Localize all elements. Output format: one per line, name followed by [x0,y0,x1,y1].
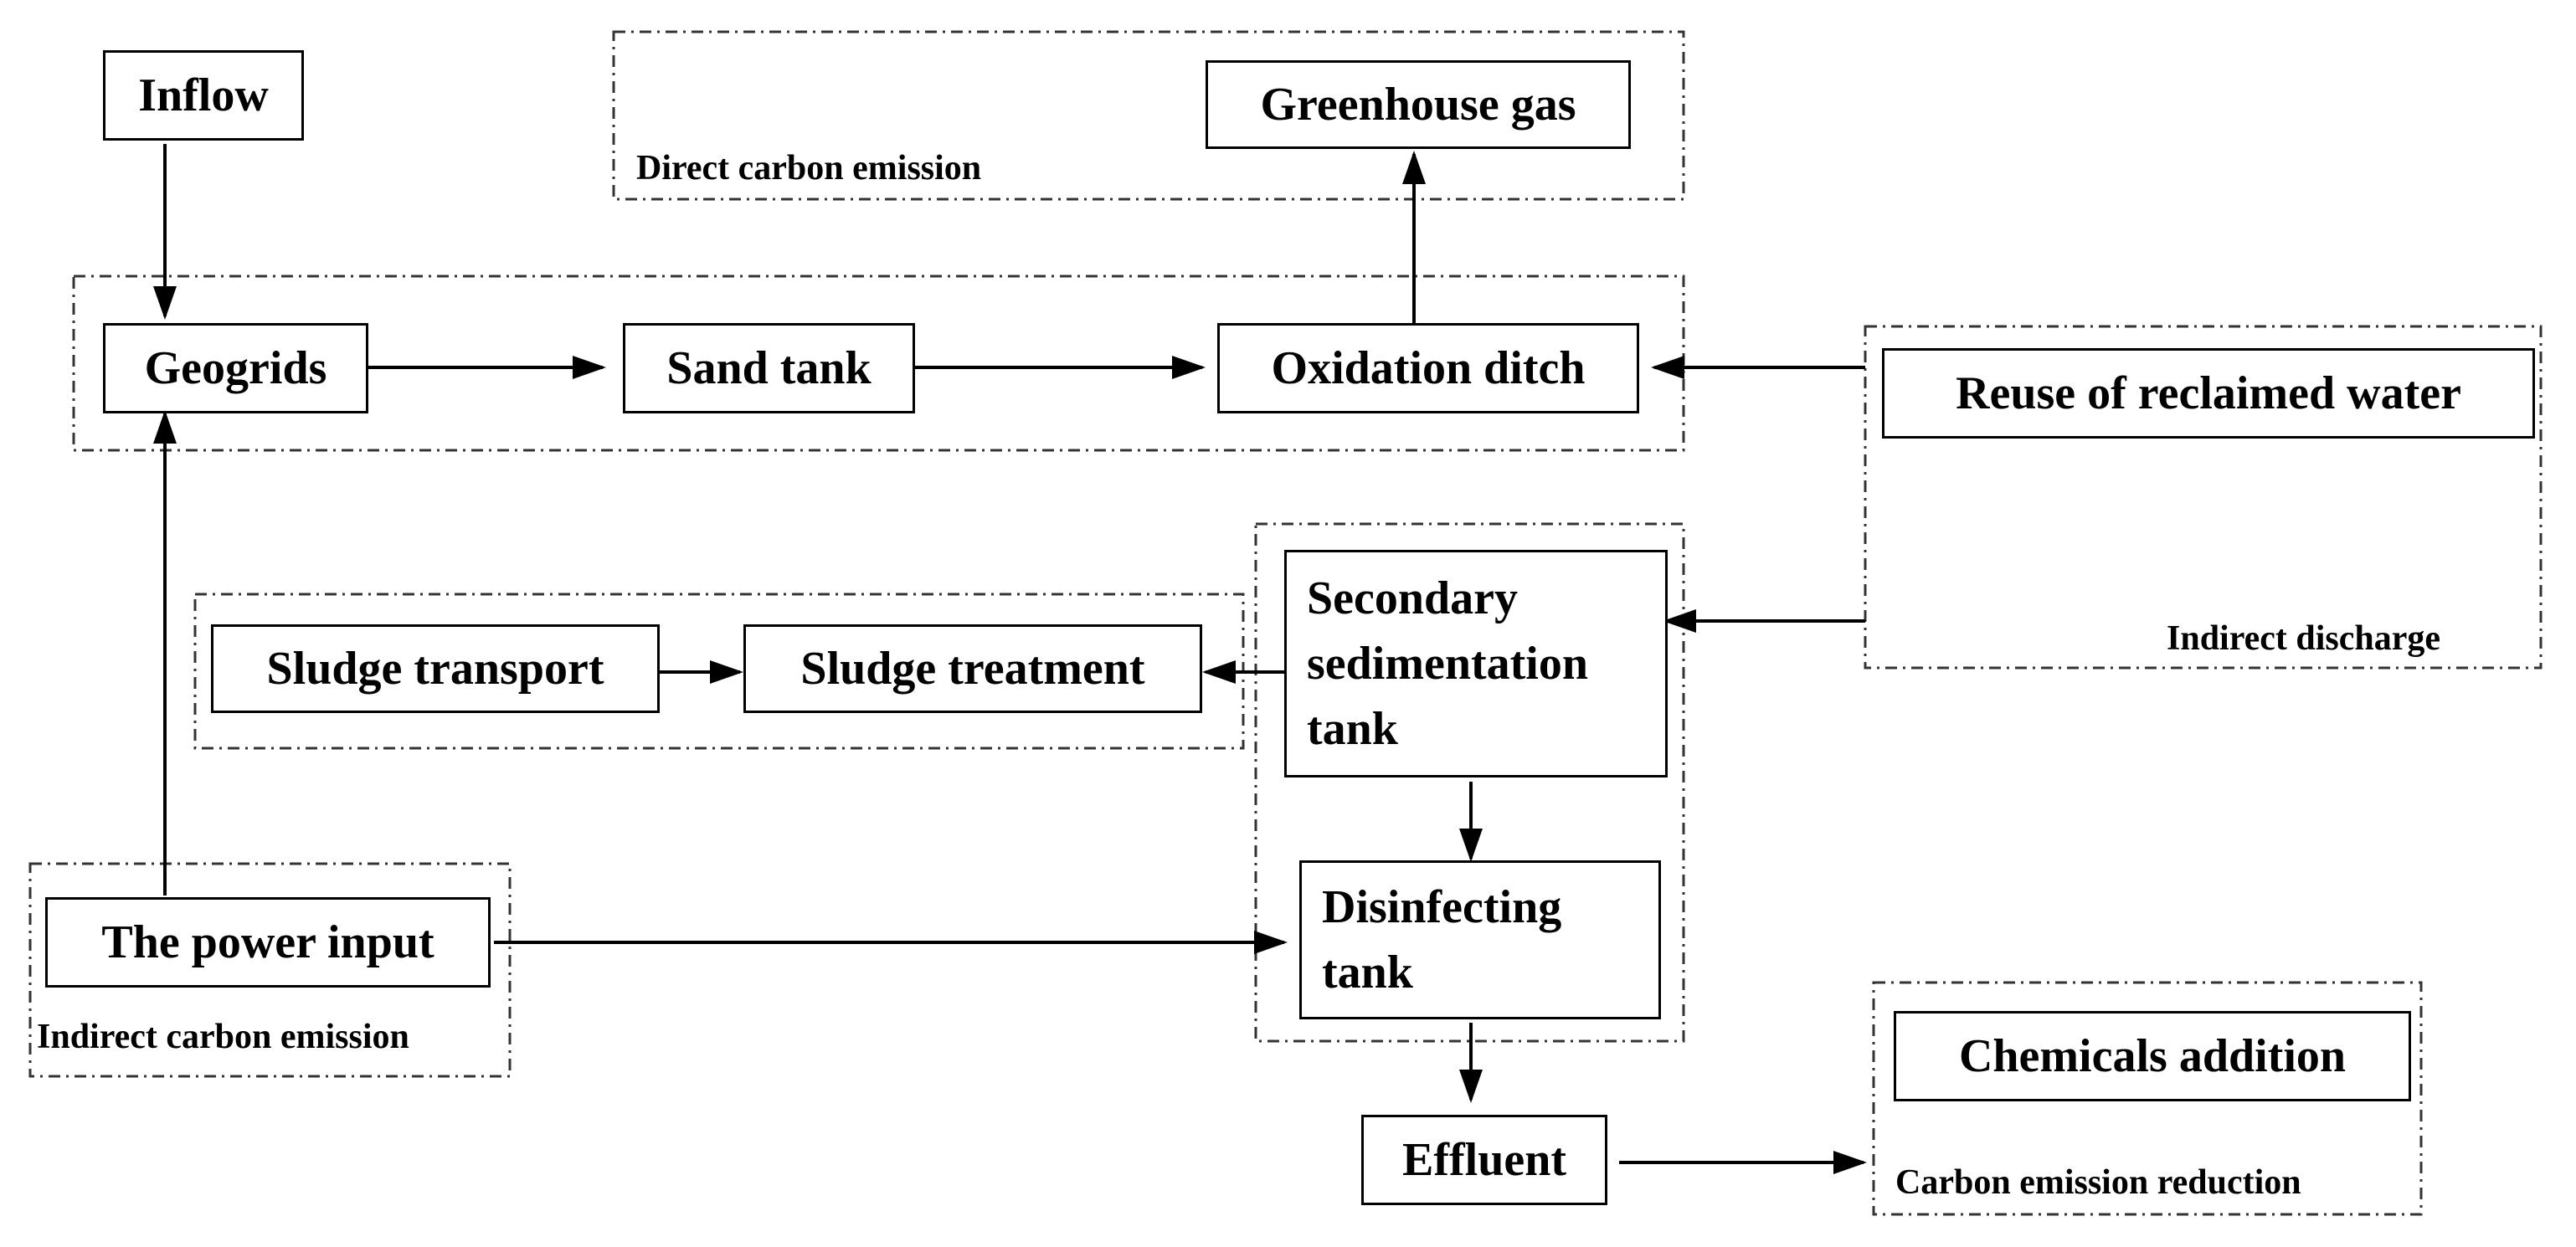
node-secondary-sedimentation-tank: Secondary sedimentation tank [1284,550,1668,777]
group-direct-carbon-emission-border [612,30,1685,201]
node-chemicals-addition: Chemicals addition [1894,1011,2411,1101]
node-sludge-treatment: Sludge treatment [743,624,1202,713]
node-sand-tank: Sand tank [623,323,915,413]
node-reuse-of-reclaimed-water: Reuse of reclaimed water [1882,348,2535,439]
label-indirect-carbon-emission: Indirect carbon emission [37,1018,409,1056]
disinfecting-line-2: tank [1322,947,1413,998]
node-oxidation-ditch: Oxidation ditch [1217,323,1639,413]
node-effluent: Effluent [1361,1115,1607,1205]
secondary-line-3: tank [1307,703,1398,755]
secondary-line-1: Secondary [1307,572,1518,624]
node-disinfecting-text: Disinfecting tank [1322,875,1561,1005]
group-indirect-carbon-emission-border [28,862,512,1078]
group-indirect-discharge-border [1864,325,2543,670]
secondary-line-2: sedimentation [1307,638,1588,690]
node-inflow: Inflow [103,50,304,141]
label-direct-carbon-emission: Direct carbon emission [636,149,982,187]
label-carbon-emission-reduction: Carbon emission reduction [1895,1163,2301,1202]
disinfecting-line-1: Disinfecting [1322,881,1562,933]
node-sludge-transport: Sludge transport [211,624,660,713]
node-disinfecting-tank: Disinfecting tank [1299,860,1661,1019]
node-geogrids: Geogrids [103,323,368,413]
node-power-input: The power input [45,897,491,988]
node-greenhouse-gas: Greenhouse gas [1206,60,1631,149]
label-indirect-discharge: Indirect discharge [2167,619,2441,658]
group-secondary-disinfecting-border [1254,522,1685,1043]
node-secondary-text: Secondary sedimentation tank [1307,566,1588,762]
